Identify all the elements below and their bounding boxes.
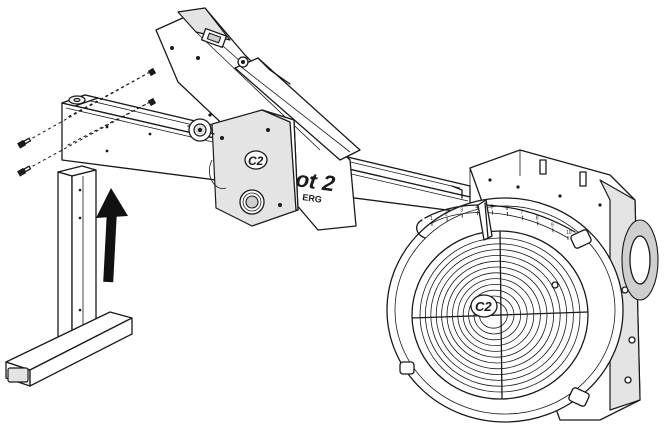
damper-tick-label: 2 [445, 211, 448, 217]
flywheel-housing: C2 [386, 197, 624, 423]
bolt-icon [17, 67, 157, 177]
monitor-arm-text: ot 2 [294, 166, 337, 196]
damper-tick-label: 1 [430, 216, 433, 222]
damper-tick-label: 5 [490, 204, 493, 210]
damper-tick-label: 10 [566, 230, 572, 236]
fan-grill-ring [451, 272, 541, 358]
damper-scale: 1 2 3 4 5 6 7 8 9 10 [424, 199, 576, 241]
chain-housing-plate: C2 [209, 109, 299, 227]
damper-tick-label: 6 [506, 206, 509, 212]
brand-logo-plate: C2 [248, 154, 264, 168]
fan-grill-ring [430, 249, 568, 381]
fan-grill-ring [468, 289, 522, 341]
fan-grill-ring [446, 266, 548, 364]
front-leg [5, 165, 133, 387]
monorail-front-bracket [61, 94, 99, 107]
damper-tick-label: 8 [536, 215, 539, 221]
damper-tick-label: 7 [521, 210, 524, 216]
handle-hook [416, 185, 463, 239]
fan-grill-ring [441, 260, 555, 370]
monitor-arm-subtext: ERG [302, 192, 323, 205]
adjustment-knob-icon [187, 118, 215, 142]
damper-tick-label: 4 [475, 205, 478, 211]
handle-guide [234, 56, 361, 161]
brand-logo-fan: C2 [475, 299, 492, 314]
arrow-up-icon [96, 188, 128, 283]
fan-grill-ring [424, 243, 574, 387]
bolt-alignment-lines [21, 71, 151, 173]
fan-grill-ring [457, 278, 535, 352]
fan-grill-ring [462, 283, 528, 346]
fan-grill-ring [435, 254, 561, 375]
damper-tick-label: 3 [460, 208, 463, 214]
damper-tick-label: 9 [551, 222, 554, 228]
